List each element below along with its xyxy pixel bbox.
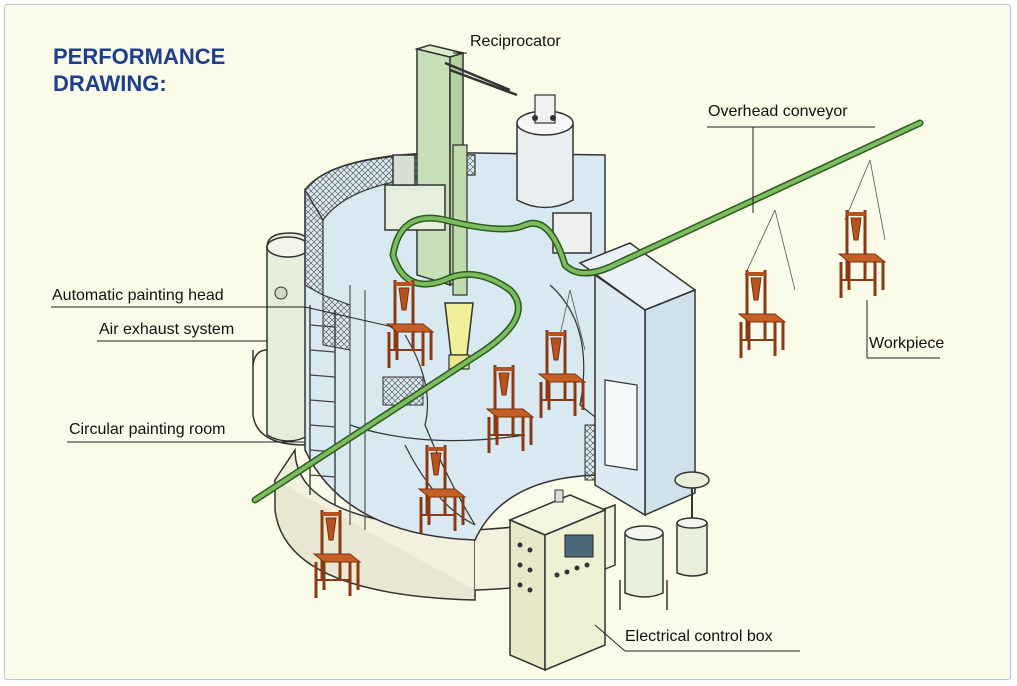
label-overhead-conveyor: Overhead conveyor [708, 103, 848, 120]
leader-lines [51, 52, 940, 652]
title-line-1: PERFORMANCE [53, 44, 226, 69]
title-line-2: DRAWING: [53, 71, 167, 96]
diagram-title: PERFORMANCE DRAWING: [53, 43, 225, 97]
pressure-tanks [619, 471, 710, 610]
motor-tank [516, 94, 574, 209]
electrical-control-box-drawing [508, 489, 607, 672]
hanger-strings [559, 159, 886, 351]
label-air-exhaust-system: Air exhaust system [99, 321, 235, 338]
label-circular-painting-room: Circular painting room [69, 421, 226, 438]
equipment-drawing [51, 44, 940, 672]
air-exhaust-unit [252, 232, 311, 446]
reciprocator-column [384, 44, 518, 370]
label-workpiece: Workpiece [869, 335, 945, 352]
diagram-frame: PERFORMANCE DRAWING: Reciprocator Overhe… [4, 4, 1011, 680]
label-electrical-control-box: Electrical control box [625, 628, 773, 645]
label-automatic-painting-head: Automatic painting head [52, 287, 224, 304]
tunnel-booth [578, 242, 697, 517]
label-reciprocator: Reciprocator [470, 33, 561, 50]
